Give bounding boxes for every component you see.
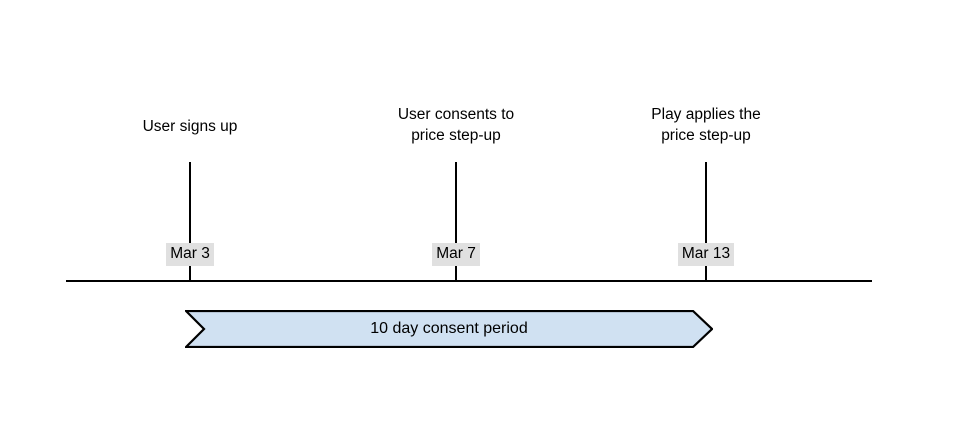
event-date-wrap-2: Mar 7 bbox=[366, 243, 546, 266]
timeline-axis-line bbox=[66, 280, 872, 282]
event-label-2: User consents to price step-up bbox=[397, 106, 515, 144]
event-date-chip-2: Mar 7 bbox=[432, 243, 480, 266]
consent-period-banner: 10 day consent period bbox=[185, 310, 713, 348]
event-date-wrap-1: Mar 3 bbox=[100, 243, 280, 266]
event-tick-1 bbox=[189, 162, 191, 282]
event-label-3: Play applies the price step-up bbox=[651, 106, 761, 144]
chevron-arrow-shape bbox=[185, 310, 713, 348]
event-tick-2 bbox=[455, 162, 457, 282]
event-date-chip-3: Mar 13 bbox=[677, 243, 735, 266]
event-label-1: User signs up bbox=[142, 118, 238, 135]
event-date-wrap-3: Mar 13 bbox=[616, 243, 796, 266]
event-tick-3 bbox=[705, 162, 707, 282]
event-date-chip-1: Mar 3 bbox=[166, 243, 214, 266]
